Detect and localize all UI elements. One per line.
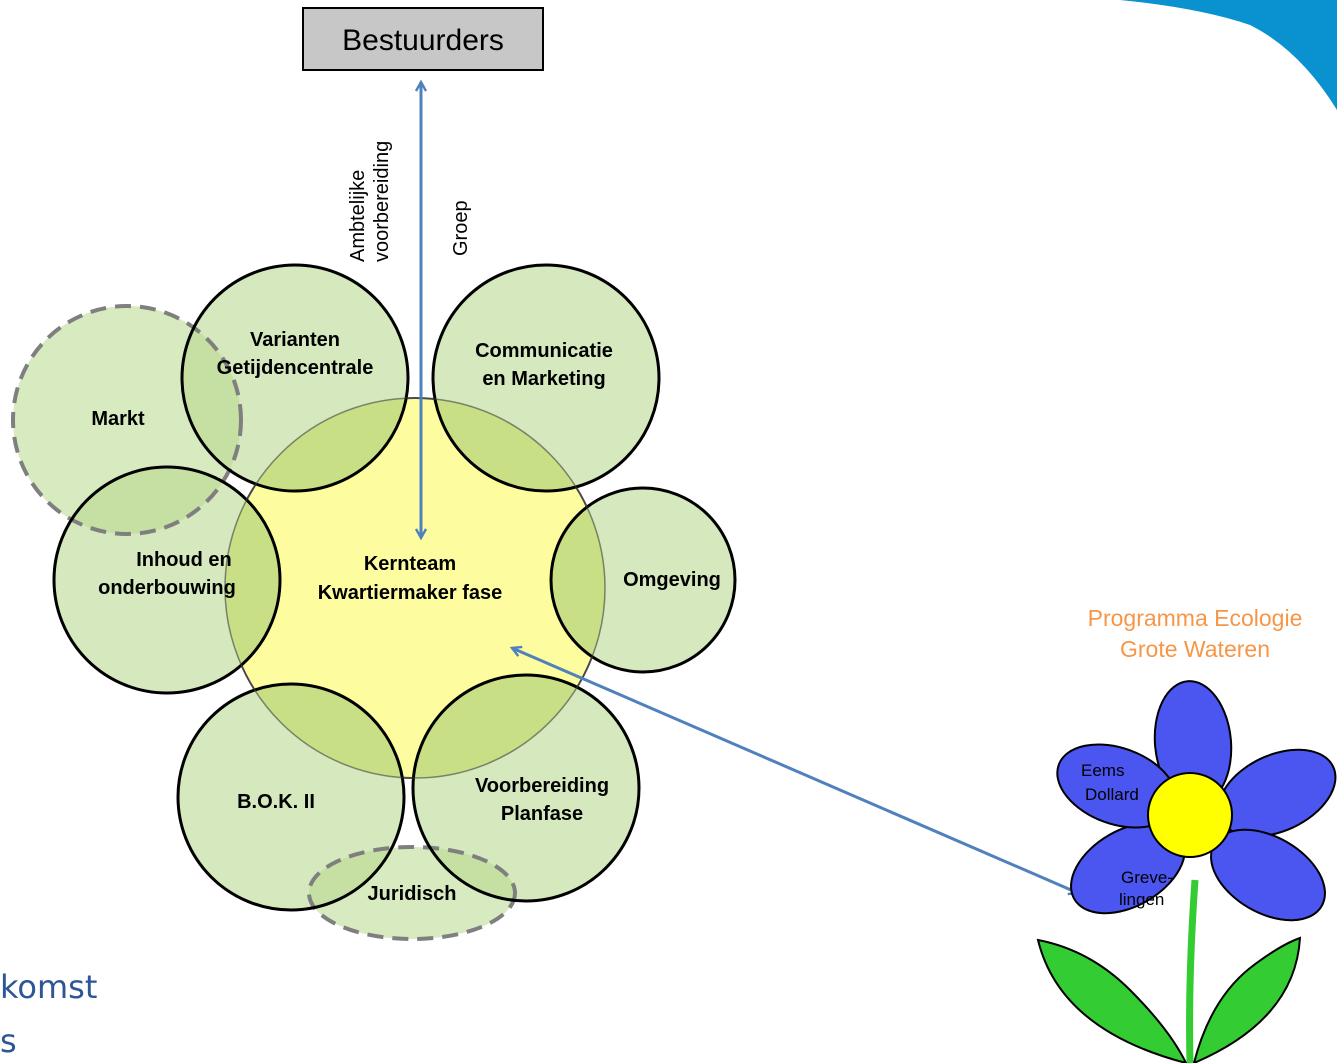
voorbereiding-label-line1: Voorbereiding	[475, 775, 609, 797]
markt-label: Markt	[91, 408, 145, 430]
core-label-line1: Kernteam	[364, 553, 456, 575]
flower-icon	[1036, 680, 1337, 1063]
communicatie-label-line1: Communicatie	[475, 340, 613, 362]
inhoud-label-line1: Inhoud en	[136, 549, 232, 571]
core-label-line2: Kwartiermaker fase	[318, 582, 503, 604]
bok-label: B.O.K. II	[237, 791, 315, 813]
omgeving-label: Omgeving	[623, 569, 721, 591]
voorbereiding-label-line2: Planfase	[501, 803, 583, 825]
petal-label-greve-line1: Greve-	[1121, 868, 1173, 887]
program-title-line2: Grote Wateren	[1120, 636, 1270, 662]
corner-accent-shape	[1120, 0, 1337, 110]
footer-text-line1: komst	[0, 968, 97, 1006]
ambtelijke-label-line1: Ambtelijke	[347, 170, 369, 262]
program-title-line1: Programma Ecologie	[1088, 605, 1303, 631]
communicatie-label-line2: en Marketing	[482, 368, 605, 390]
footer-text-line2: s	[0, 1022, 17, 1060]
petal-label-greve-line2: lingen	[1119, 890, 1164, 909]
diagonal-double-arrow-icon	[512, 648, 1078, 893]
groep-label: Groep	[450, 200, 472, 256]
inhoud-label-line2: onderbouwing	[98, 577, 236, 599]
varianten-label-line1: Varianten	[250, 329, 340, 351]
varianten-label-line2: Getijdencentrale	[217, 357, 374, 379]
bestuurders-box	[302, 7, 544, 71]
petal-label-eems-line1: Eems	[1081, 761, 1124, 780]
ambtelijke-label-line2: voorbereiding	[371, 141, 393, 262]
bestuurders-label: Bestuurders	[342, 24, 504, 57]
juridisch-label: Juridisch	[368, 883, 457, 905]
petal-label-eems-line2: Dollard	[1085, 785, 1139, 804]
